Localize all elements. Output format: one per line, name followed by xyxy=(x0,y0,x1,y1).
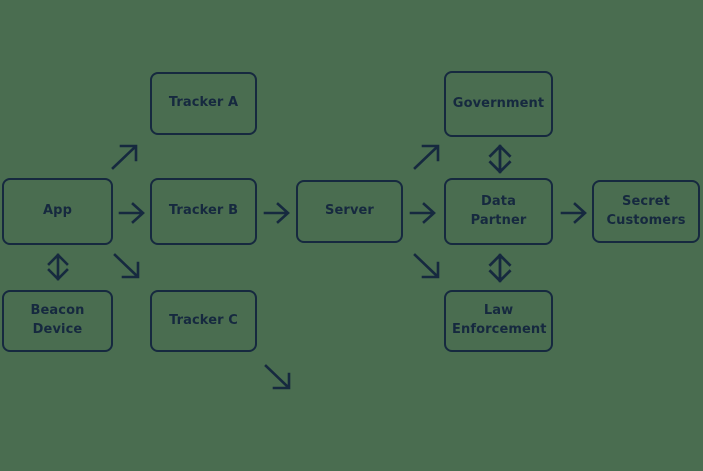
node-label: Tracker B xyxy=(168,203,239,219)
arrow-data-partner-to-secret-customers xyxy=(560,198,590,228)
arrow-app-to-tracker-a xyxy=(110,142,140,172)
node-government[interactable]: Government xyxy=(444,71,553,137)
node-label: Server xyxy=(325,203,374,219)
node-tracker-c[interactable]: Tracker C xyxy=(150,290,257,352)
node-label: Beacon Device xyxy=(30,303,85,337)
node-label: Tracker A xyxy=(168,95,239,111)
arrow-overflow-down-right xyxy=(263,362,293,392)
arrow-app-to-tracker-b xyxy=(118,198,148,228)
node-tracker-a[interactable]: Tracker A xyxy=(150,72,257,135)
node-label: Secret Customers xyxy=(606,193,686,228)
node-label: App xyxy=(43,203,72,219)
arrow-server-to-law-enforcement xyxy=(412,251,442,281)
node-server[interactable]: Server xyxy=(296,180,403,243)
arrow-data-partner-to-law-enforcement xyxy=(484,252,516,284)
node-secret-customers[interactable]: Secret Customers xyxy=(592,180,700,243)
node-app[interactable]: App xyxy=(2,178,113,245)
arrow-server-to-data-partner xyxy=(409,198,439,228)
node-data-partner[interactable]: Data Partner xyxy=(444,178,553,245)
node-law-enforcement[interactable]: Law Enforcement xyxy=(444,290,553,352)
node-beacon-device[interactable]: Beacon Device xyxy=(2,290,113,352)
arrow-app-to-beacon-device xyxy=(43,252,73,282)
arrow-tracker-b-to-server xyxy=(263,198,293,228)
node-label: Tracker C xyxy=(169,312,238,328)
node-label: Law Enforcement xyxy=(452,303,547,337)
node-tracker-b[interactable]: Tracker B xyxy=(150,178,257,245)
arrow-app-to-tracker-c xyxy=(112,251,142,281)
node-label: Data Partner xyxy=(470,193,527,228)
node-label: Government xyxy=(452,95,545,111)
arrow-government-to-data-partner xyxy=(484,143,516,175)
arrow-server-to-government xyxy=(412,142,442,172)
